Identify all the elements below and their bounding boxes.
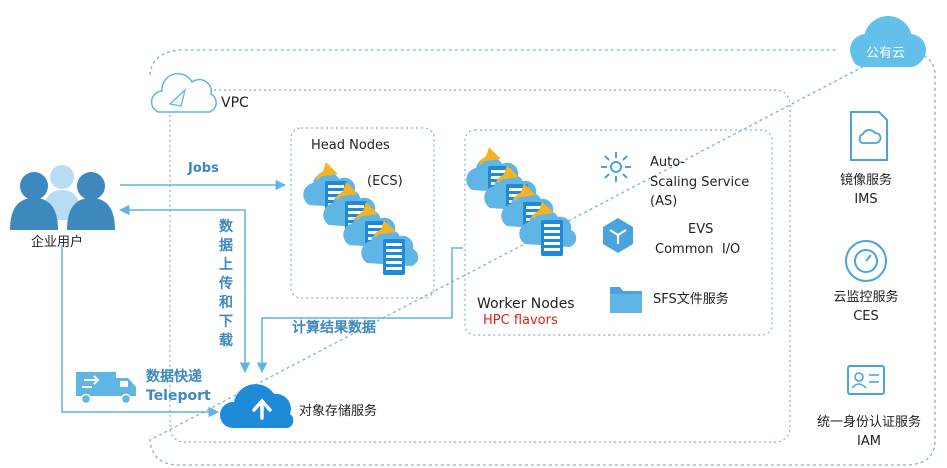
evs-line1: EVS [688,222,714,237]
worker-nodes-title: Worker Nodes [477,296,575,312]
teleport-cn-label: 数据快递 [146,369,202,385]
object-storage-cloud-icon [219,384,294,428]
auto-scaling-icon [601,152,631,182]
sfs-label: SFS文件服务 [653,292,729,307]
enterprise-user-icon [10,165,115,230]
evs-icon [603,218,633,253]
vpc-cloud-icon [150,72,217,113]
service-ims-name-en: IMS [854,192,878,207]
sfs-folder-icon [610,287,642,313]
worker-nodes-server-stack [466,157,576,256]
service-ces-name-cn: 云监控服务 [833,290,899,305]
service-iam-name-en: IAM [857,434,881,449]
evs-line2: Common I/O [655,242,741,257]
user-to-storage-arrow [61,245,220,418]
public-cloud-label: 公有云 [866,46,906,61]
jobs-label: Jobs [188,161,219,176]
teleport-truck-icon [76,372,136,405]
auto-scaling-line1: Auto- [650,155,686,170]
public-cloud-boundary [149,49,936,466]
cloud-monitor-icon [845,240,887,282]
identity-auth-icon [847,365,885,395]
object-storage-label: 对象存储服务 [299,404,378,419]
head-nodes-box [290,127,435,299]
service-iam-name-cn: 统一身份认证服务 [816,415,921,430]
public-cloud-badge [850,16,926,67]
teleport-en-label: Teleport [146,388,211,404]
auto-scaling-line2: Scaling Service [650,175,750,190]
vpc-label: VPC [221,95,249,111]
compute-results-arrow [256,247,463,374]
upload-download-arrow [118,204,251,374]
upload-download-label: 数据上传和下载 [219,219,233,349]
service-ces-name-en: CES [853,309,879,324]
image-service-icon [850,111,888,161]
worker-nodes-subtitle: HPC flavors [483,313,558,328]
service-ims-name-cn: 镜像服务 [839,173,892,188]
head-nodes-subtitle: (ECS) [367,174,403,189]
worker-nodes-box [464,129,773,336]
compute-results-label: 计算结果数据 [292,320,376,336]
auto-scaling-line3: (AS) [650,194,678,209]
head-nodes-title: Head Nodes [311,138,390,153]
enterprise-user-label: 企业用户 [31,235,84,250]
